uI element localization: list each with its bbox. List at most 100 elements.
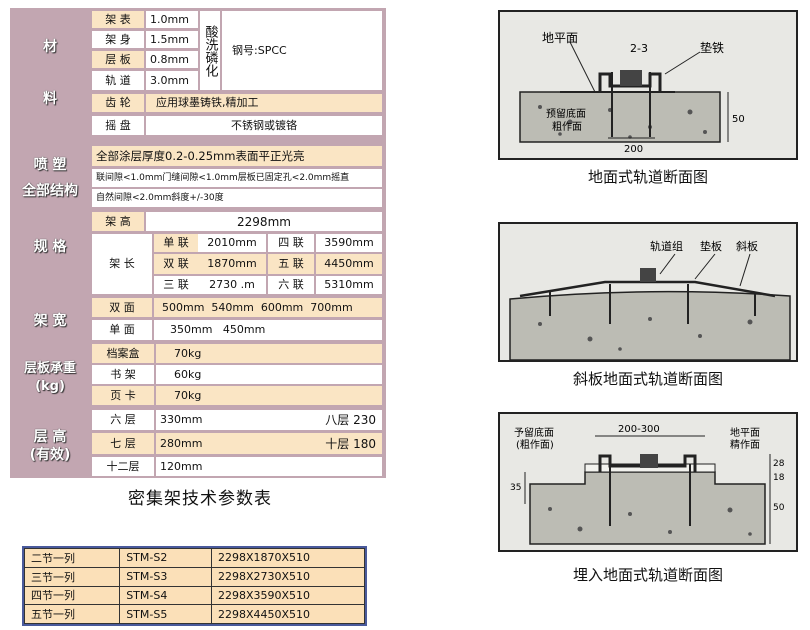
- table-row: 五节一列 STM-S5 2298X4450X510: [23, 604, 366, 624]
- category-load-2: (kg): [35, 379, 65, 394]
- model-table: 二节一列 STM-S2 2298X1870X510 三节一列 STM-S3 22…: [22, 546, 367, 626]
- mat-value-1: 1.5mm: [146, 31, 198, 48]
- spec-table-caption: 密集架技术参数表: [128, 489, 272, 509]
- disk-label: 摇 盘: [92, 116, 144, 135]
- label-pad: 垫板: [700, 239, 722, 253]
- length-bv-2: 5310mm: [316, 276, 382, 294]
- model-size: 2298X3590X510: [210, 585, 366, 606]
- model-name: 五节一列: [23, 604, 121, 624]
- height-label: 架 高: [92, 212, 144, 231]
- model-size: 2298X1870X510: [210, 548, 366, 568]
- length-a-0: 单 联: [154, 234, 198, 252]
- diagram-ground-rail: 地平面 2-3 垫铁 预留底面 粗作面 200 50: [498, 10, 798, 160]
- model-code: STM-S5: [119, 604, 212, 624]
- length-av-0: 2010mm: [198, 234, 266, 252]
- label-dim-b: 28: [773, 459, 785, 469]
- single-label: 单 面: [92, 320, 152, 340]
- table-row: 三节一列 STM-S3 2298X2730X510: [23, 566, 366, 587]
- load-label-2: 页 卡: [92, 386, 154, 405]
- diagram-ground-rail-caption: 地面式轨道断面图: [587, 168, 708, 186]
- layer-value-0: 330mm: [156, 410, 296, 430]
- mat-value-0: 1.0mm: [146, 11, 198, 28]
- label-rough: 粗作面: [552, 121, 582, 133]
- layer-extra-1: 十层 180: [296, 433, 382, 454]
- length-bv-1: 4450mm: [316, 254, 382, 274]
- label-dim-c: 18: [773, 473, 785, 483]
- mat-value-3: 3.0mm: [146, 71, 198, 90]
- length-b-1: 五 联: [268, 254, 314, 274]
- label-dim-d: 50: [773, 503, 785, 513]
- category-spec: 规 格: [33, 239, 67, 255]
- category-width: 架 宽: [33, 313, 67, 329]
- label-dim-a: 35: [510, 483, 521, 493]
- gear-value: 应用球墨铸铁,精加工: [146, 94, 382, 112]
- spray-line-1: 全部涂层厚度0.2-0.25mm表面平正光亮: [92, 146, 382, 166]
- label-ground: 地平面: [730, 426, 760, 439]
- gear-label: 齿 轮: [92, 94, 144, 112]
- table-row: 二节一列 STM-S2 2298X1870X510: [23, 548, 366, 568]
- model-name: 三节一列: [23, 566, 121, 587]
- single-values: 350mm 450mm: [154, 320, 382, 340]
- model-code: STM-S3: [119, 566, 212, 587]
- layer-extra-0: 八层 230: [296, 410, 382, 430]
- mat-label-1: 架 身: [92, 31, 144, 48]
- category-material-1: 材: [43, 39, 57, 55]
- category-material-2: 料: [43, 91, 57, 107]
- mat-label-3: 轨 道: [92, 71, 144, 90]
- diagram-embedded-rail-caption: 埋入地面式轨道断面图: [572, 566, 723, 584]
- label-rough: (粗作面): [516, 439, 554, 451]
- layer-label-0: 六 层: [92, 410, 154, 430]
- length-a-2: 三 联: [154, 276, 198, 294]
- mat-label-2: 层 板: [92, 51, 144, 68]
- diagram-embedded-rail-drawing: 予留底面 (粗作面) 200-300 地平面 精作面 35 28 18 50: [510, 424, 785, 545]
- label-fine: 精作面: [730, 438, 760, 451]
- category-spray-1: 喷 塑: [33, 157, 67, 173]
- label-rail-group: 轨道组: [650, 239, 683, 253]
- length-b-2: 六 联: [268, 276, 314, 294]
- steel-grade: 钢号:SPCC: [222, 11, 382, 90]
- layer-value-2: 120mm: [156, 457, 382, 476]
- layer-value-1: 280mm: [156, 433, 296, 454]
- load-value-2: 70kg: [156, 386, 382, 405]
- load-label-1: 书 架: [92, 365, 154, 384]
- model-code: STM-S2: [119, 548, 212, 568]
- length-av-2: 2730 .m: [198, 276, 266, 294]
- label-dim-bottom: 200: [624, 144, 643, 155]
- label-pad: 垫铁: [700, 40, 724, 55]
- label-dim-top: 200-300: [618, 424, 660, 435]
- length-a-1: 双 联: [154, 254, 198, 274]
- category-layer-1: 层 高: [33, 429, 67, 445]
- acid-treatment: 酸洗磷化: [200, 11, 220, 90]
- diagram-slope-rail-caption: 斜板地面式轨道断面图: [572, 370, 723, 388]
- length-b-0: 四 联: [268, 234, 314, 252]
- length-bv-0: 3590mm: [316, 234, 382, 252]
- mat-label-0: 架 表: [92, 11, 144, 28]
- spray-line-3: 自然间隙<2.0mm斜度+/-30度: [92, 189, 382, 207]
- label-dim-side: 50: [732, 114, 745, 125]
- height-value: 2298mm: [146, 212, 382, 231]
- diagram-slope-rail-drawing: 轨道组 垫板 斜板: [509, 239, 791, 361]
- load-value-0: 70kg: [156, 344, 382, 363]
- double-label: 双 面: [92, 298, 152, 317]
- table-row: 四节一列 STM-S4 2298X3590X510: [23, 585, 366, 606]
- label-reserved: 予留底面: [514, 426, 554, 439]
- diagram-slope-rail: 轨道组 垫板 斜板: [498, 222, 798, 362]
- layer-label-2: 十二层: [92, 457, 154, 476]
- model-name: 四节一列: [23, 585, 121, 606]
- load-label-0: 档案盒: [92, 344, 154, 363]
- spec-table: 材 料 架 表 1.0mm 架 身 1.5mm 层 板 0.8mm 轨 道 3.…: [10, 8, 386, 478]
- category-layer-2: (有效): [29, 447, 71, 463]
- length-label: 架 长: [92, 234, 152, 294]
- model-size: 2298X4450X510: [210, 604, 366, 624]
- category-spray-2: 全部结构: [22, 183, 78, 199]
- label-slope: 斜板: [736, 239, 758, 253]
- label-ground: 地平面: [542, 31, 578, 45]
- model-name: 二节一列: [23, 548, 121, 568]
- layer-label-1: 七 层: [92, 433, 154, 454]
- category-load-1: 层板承重: [23, 361, 76, 376]
- double-values: 500mm 540mm 600mm 700mm: [154, 298, 382, 317]
- mat-value-2: 0.8mm: [146, 51, 198, 68]
- spray-line-2: 联间隙<1.0mm门缝间隙<1.0mm层板已固定孔<2.0mm摇直: [92, 169, 382, 187]
- diagram-embedded-rail: 予留底面 (粗作面) 200-300 地平面 精作面 35 28 18 50: [498, 412, 798, 552]
- label-dim-top: 2-3: [630, 42, 648, 55]
